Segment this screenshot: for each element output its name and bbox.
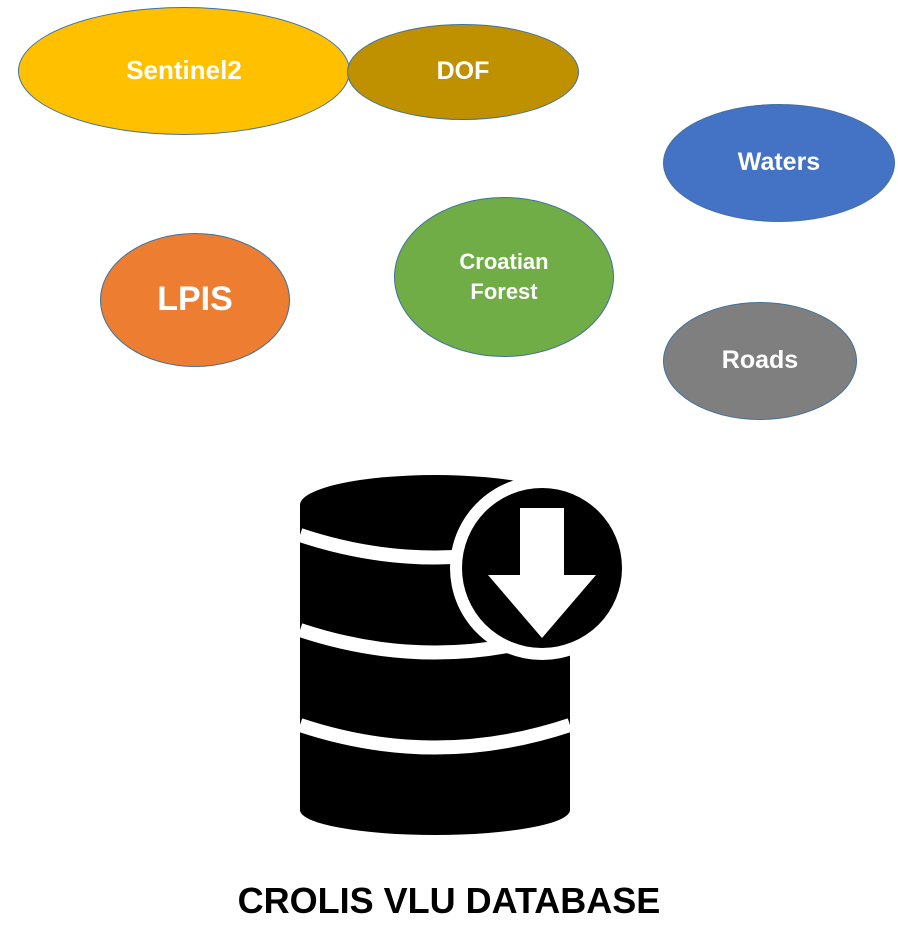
dof-source: DOF bbox=[347, 24, 579, 120]
sentinel2-source: Sentinel2 bbox=[18, 7, 350, 135]
roads-source: Roads bbox=[663, 302, 857, 420]
croatian-forest-source: Croatian Forest bbox=[394, 197, 614, 357]
lpis-source: LPIS bbox=[100, 233, 290, 367]
database-download-icon bbox=[297, 475, 634, 835]
waters-source: Waters bbox=[663, 104, 895, 222]
database-caption: CROLIS VLU DATABASE bbox=[237, 880, 661, 921]
